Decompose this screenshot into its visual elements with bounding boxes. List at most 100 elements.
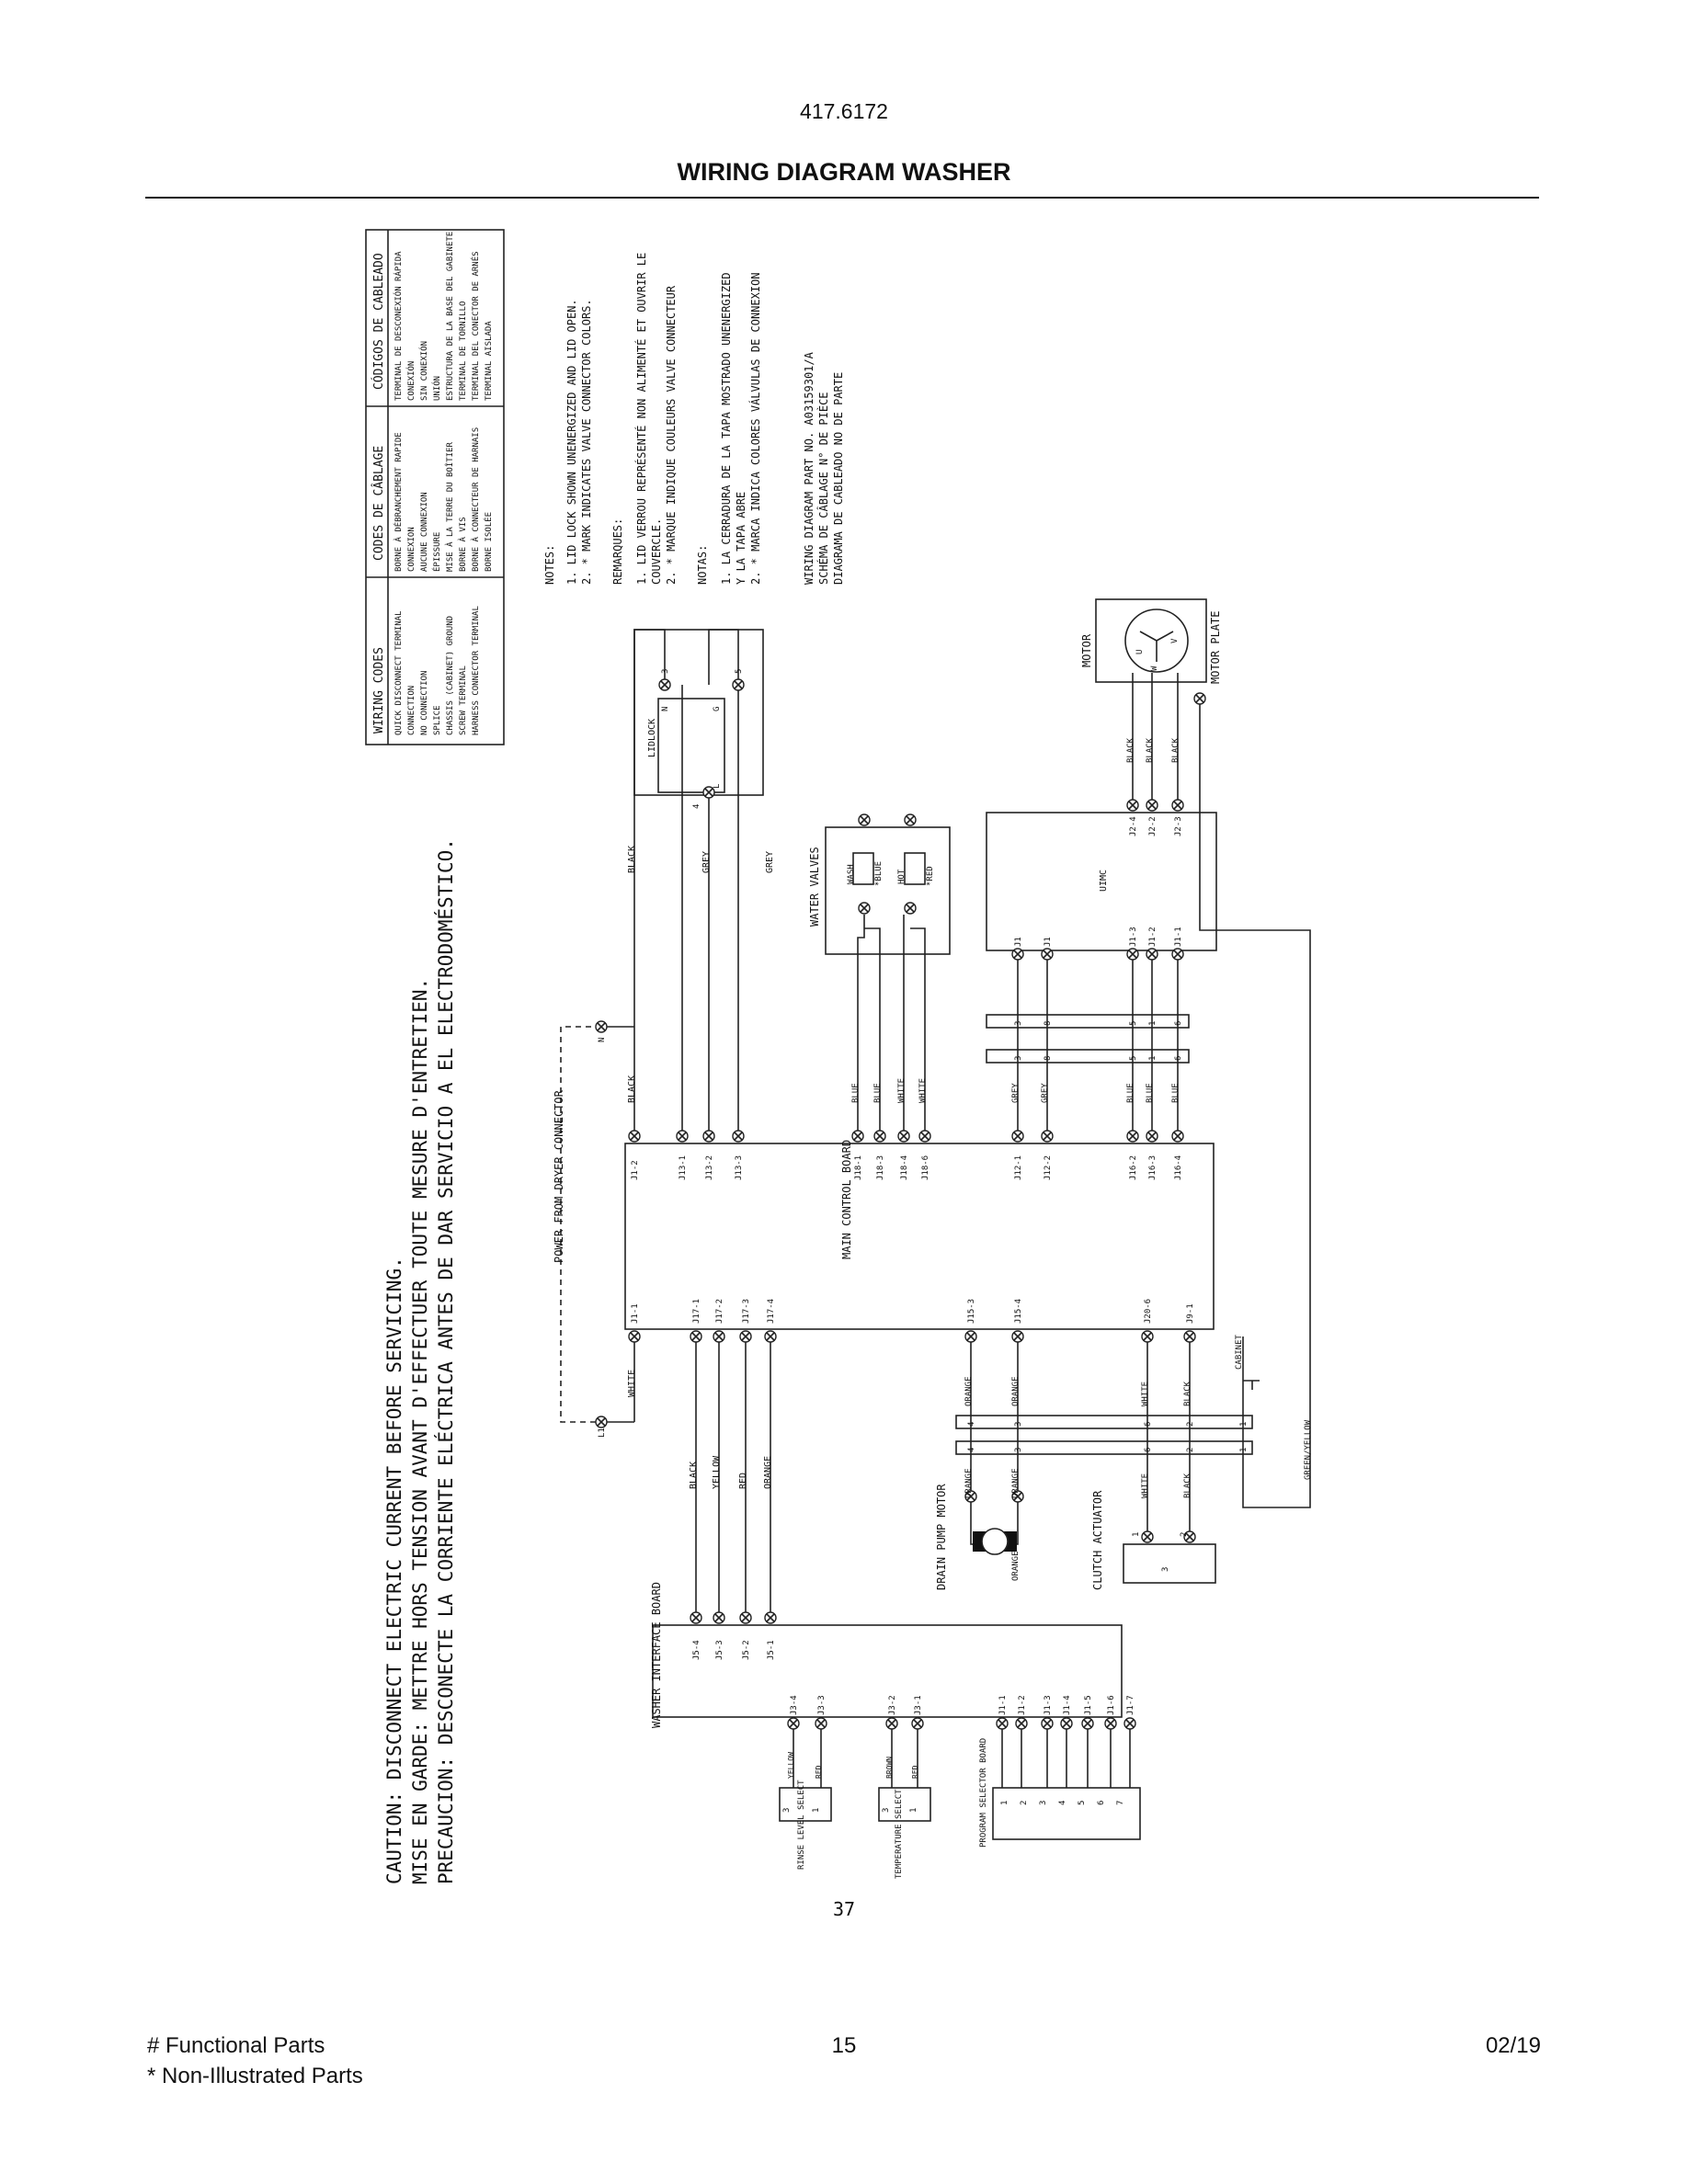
wire-white-2: WHITE	[918, 1078, 928, 1103]
nota-2: 2. * MARCA INDICA COLORES VÁLVULAS DE CO…	[748, 272, 762, 585]
wire-orange-4: ORANGE	[1011, 1468, 1021, 1498]
mcb-bottom-terminal-label: J20-6	[1144, 1299, 1153, 1324]
footer-page-number: 15	[831, 2033, 857, 2058]
harness-pin-label: 8	[1044, 1021, 1053, 1026]
code-entry: ÉPISSURE	[431, 532, 442, 572]
uimc-bottom-terminal-label: J1	[1044, 937, 1053, 947]
code-entry: CHASSIS (CABINET) GROUND	[446, 616, 455, 735]
rinse-pin-label: 1	[812, 1808, 821, 1813]
footer-non-illustrated-parts: * Non-Illustrated Parts	[147, 2064, 363, 2088]
mcb-top-terminal-label: J13-2	[705, 1155, 714, 1180]
wire-grey-lid-1: GREY	[701, 851, 712, 873]
main-control-board-label: MAIN CONTROL BOARD	[840, 1140, 853, 1259]
remarque-2: 2. * MARQUE INDIQUE COULEURS VALVE CONNE…	[665, 285, 678, 585]
code-entry: BORNE ISOLÉE	[483, 512, 494, 572]
line-n-label: N	[598, 1038, 607, 1042]
code-entry: NO CONNECTION	[420, 671, 429, 735]
harness-motor-upper	[955, 1415, 1253, 1429]
harness-pin-label: 3	[1014, 1021, 1023, 1026]
wib-bottom-terminal-label: J1-6	[1107, 1695, 1116, 1715]
wib-bottom-terminal-label: J3-2	[888, 1695, 897, 1715]
mcb-bottom-terminal-label: J17-4	[767, 1299, 776, 1324]
code-entry: UNIÓN	[431, 376, 442, 401]
code-entry: BORNE À VIS	[457, 517, 468, 572]
wiring-codes-table: WIRING CODES CODES DE CÂBLAGE CÓDIGOS DE…	[365, 229, 505, 745]
program-pin-label: 5	[1078, 1801, 1087, 1805]
water-valves-box	[825, 826, 951, 955]
mcb-top-terminal-label: J1-2	[631, 1160, 640, 1180]
rinse-level-select-box	[779, 1787, 832, 1822]
footer-functional-parts: # Functional Parts	[147, 2033, 325, 2058]
caution-en: CAUTION: DISCONNECT ELECTRIC CURRENT BEF…	[383, 1257, 405, 1884]
wib-bottom-terminal-label: J3-4	[790, 1695, 799, 1715]
mcb-bottom-terminal-label: J15-4	[1014, 1299, 1023, 1324]
wire-black-m2: BLACK	[1146, 737, 1155, 763]
wire-white-clutch-1: WHITE	[1141, 1382, 1150, 1406]
program-pin-label: 2	[1020, 1801, 1029, 1805]
wib-bottom-terminal-label: J1-1	[998, 1695, 1008, 1715]
wire-orange-3: ORANGE	[964, 1468, 974, 1498]
codes-header-cablage: CODES DE CÂBLAGE	[371, 446, 386, 561]
codes-header-cableado: CÓDIGOS DE CABLEADO	[371, 253, 386, 390]
harness-lower	[986, 1049, 1190, 1064]
temperature-select-label: TEMPERATURE SELECT	[895, 1789, 904, 1879]
wire-yellow-rinse: YELLOW	[787, 1752, 795, 1779]
washer-interface-board-label: WASHER INTERFACE BOARD	[650, 1582, 663, 1728]
wire-white-1: WHITE	[897, 1078, 907, 1103]
harness-pin-label: 4	[967, 1448, 976, 1452]
clutch-pin-label: 3	[1161, 1567, 1170, 1572]
harness-pin-label: 5	[1129, 1056, 1138, 1061]
mcb-top-terminal-label: J12-2	[1044, 1155, 1053, 1180]
wire-black-clutch-2: BLACK	[1183, 1473, 1192, 1498]
mcb-bottom-terminal-label: J15-3	[967, 1299, 976, 1324]
wib-bottom-terminal-label: J1-3	[1044, 1695, 1053, 1715]
wire-orange-5: ORANGE	[1011, 1551, 1021, 1581]
harness-pin-label: 6	[1144, 1422, 1153, 1427]
wib-bottom-terminal-label: J1-2	[1018, 1695, 1027, 1715]
code-entry: TERMINAL AISLADA	[485, 321, 494, 401]
wib-bottom-terminal-label: J3-1	[914, 1695, 923, 1715]
uimc-bottom-terminal-label: J1-2	[1148, 927, 1158, 947]
harness-pin-label: 8	[1044, 1056, 1053, 1061]
lidlock-frame	[633, 629, 764, 796]
uimc-top-terminal-label: J2-3	[1174, 816, 1183, 836]
nota-1b: Y LA TAPA ABRE	[735, 492, 747, 585]
lidlock-box	[657, 698, 725, 793]
wire-black-m3: BLACK	[1171, 737, 1180, 763]
uimc-bottom-terminal-label: J1-1	[1174, 927, 1183, 947]
motor-label: MOTOR	[1080, 633, 1093, 667]
code-entry: SIN CONEXIÓN	[418, 341, 429, 401]
uimc-board	[986, 812, 1217, 951]
uimc-bottom-terminal-label: J1-3	[1129, 927, 1138, 947]
inner-page-number: 37	[833, 1898, 855, 1920]
mcb-top-terminal-label: J16-3	[1148, 1155, 1158, 1180]
lidlock-n-label: N	[661, 707, 670, 711]
uimc-bottom-terminal-label: J1	[1014, 937, 1023, 947]
harness-pin-label: 2	[1186, 1448, 1195, 1452]
harness-upper	[986, 1014, 1190, 1029]
wire-blue-4: BLUE	[1146, 1083, 1155, 1103]
motor-box	[1095, 598, 1207, 683]
wire-grey-lid-2: GREY	[765, 851, 775, 873]
wire-orange-wib: ORANGE	[763, 1456, 773, 1489]
rinse-pin-label: 3	[782, 1808, 792, 1813]
lidlock-l-label: L	[713, 784, 722, 789]
notes-block: NOTES: 1. LID LOCK SHOWN UNENERGIZED AND…	[543, 253, 845, 585]
motor-v-label: V	[1170, 638, 1180, 643]
harness-pin-label: 2	[1186, 1422, 1195, 1427]
harness-pin-label: 6	[1174, 1021, 1183, 1026]
main-control-board	[624, 1143, 1215, 1330]
code-entry: TERMINAL DEL CONECTOR DE ARNÉS	[470, 251, 481, 401]
wib-top-terminal-label: J5-4	[692, 1640, 701, 1660]
wire-red-temp: RED	[911, 1765, 919, 1779]
harness-pin-label: 3	[1014, 1422, 1023, 1427]
code-entry: CONNECTION	[407, 686, 416, 735]
code-entry: TERMINAL DE DESCONEXIÓN RÁPIDA	[393, 251, 404, 401]
wib-bottom-terminal-label: J3-3	[817, 1695, 827, 1715]
lidlock-label: LIDLOCK	[647, 719, 657, 757]
wire-orange-2: ORANGE	[1011, 1376, 1021, 1406]
terminals	[595, 678, 1206, 1730]
code-entry: TERMINAL DE TORNILLO	[459, 301, 468, 401]
